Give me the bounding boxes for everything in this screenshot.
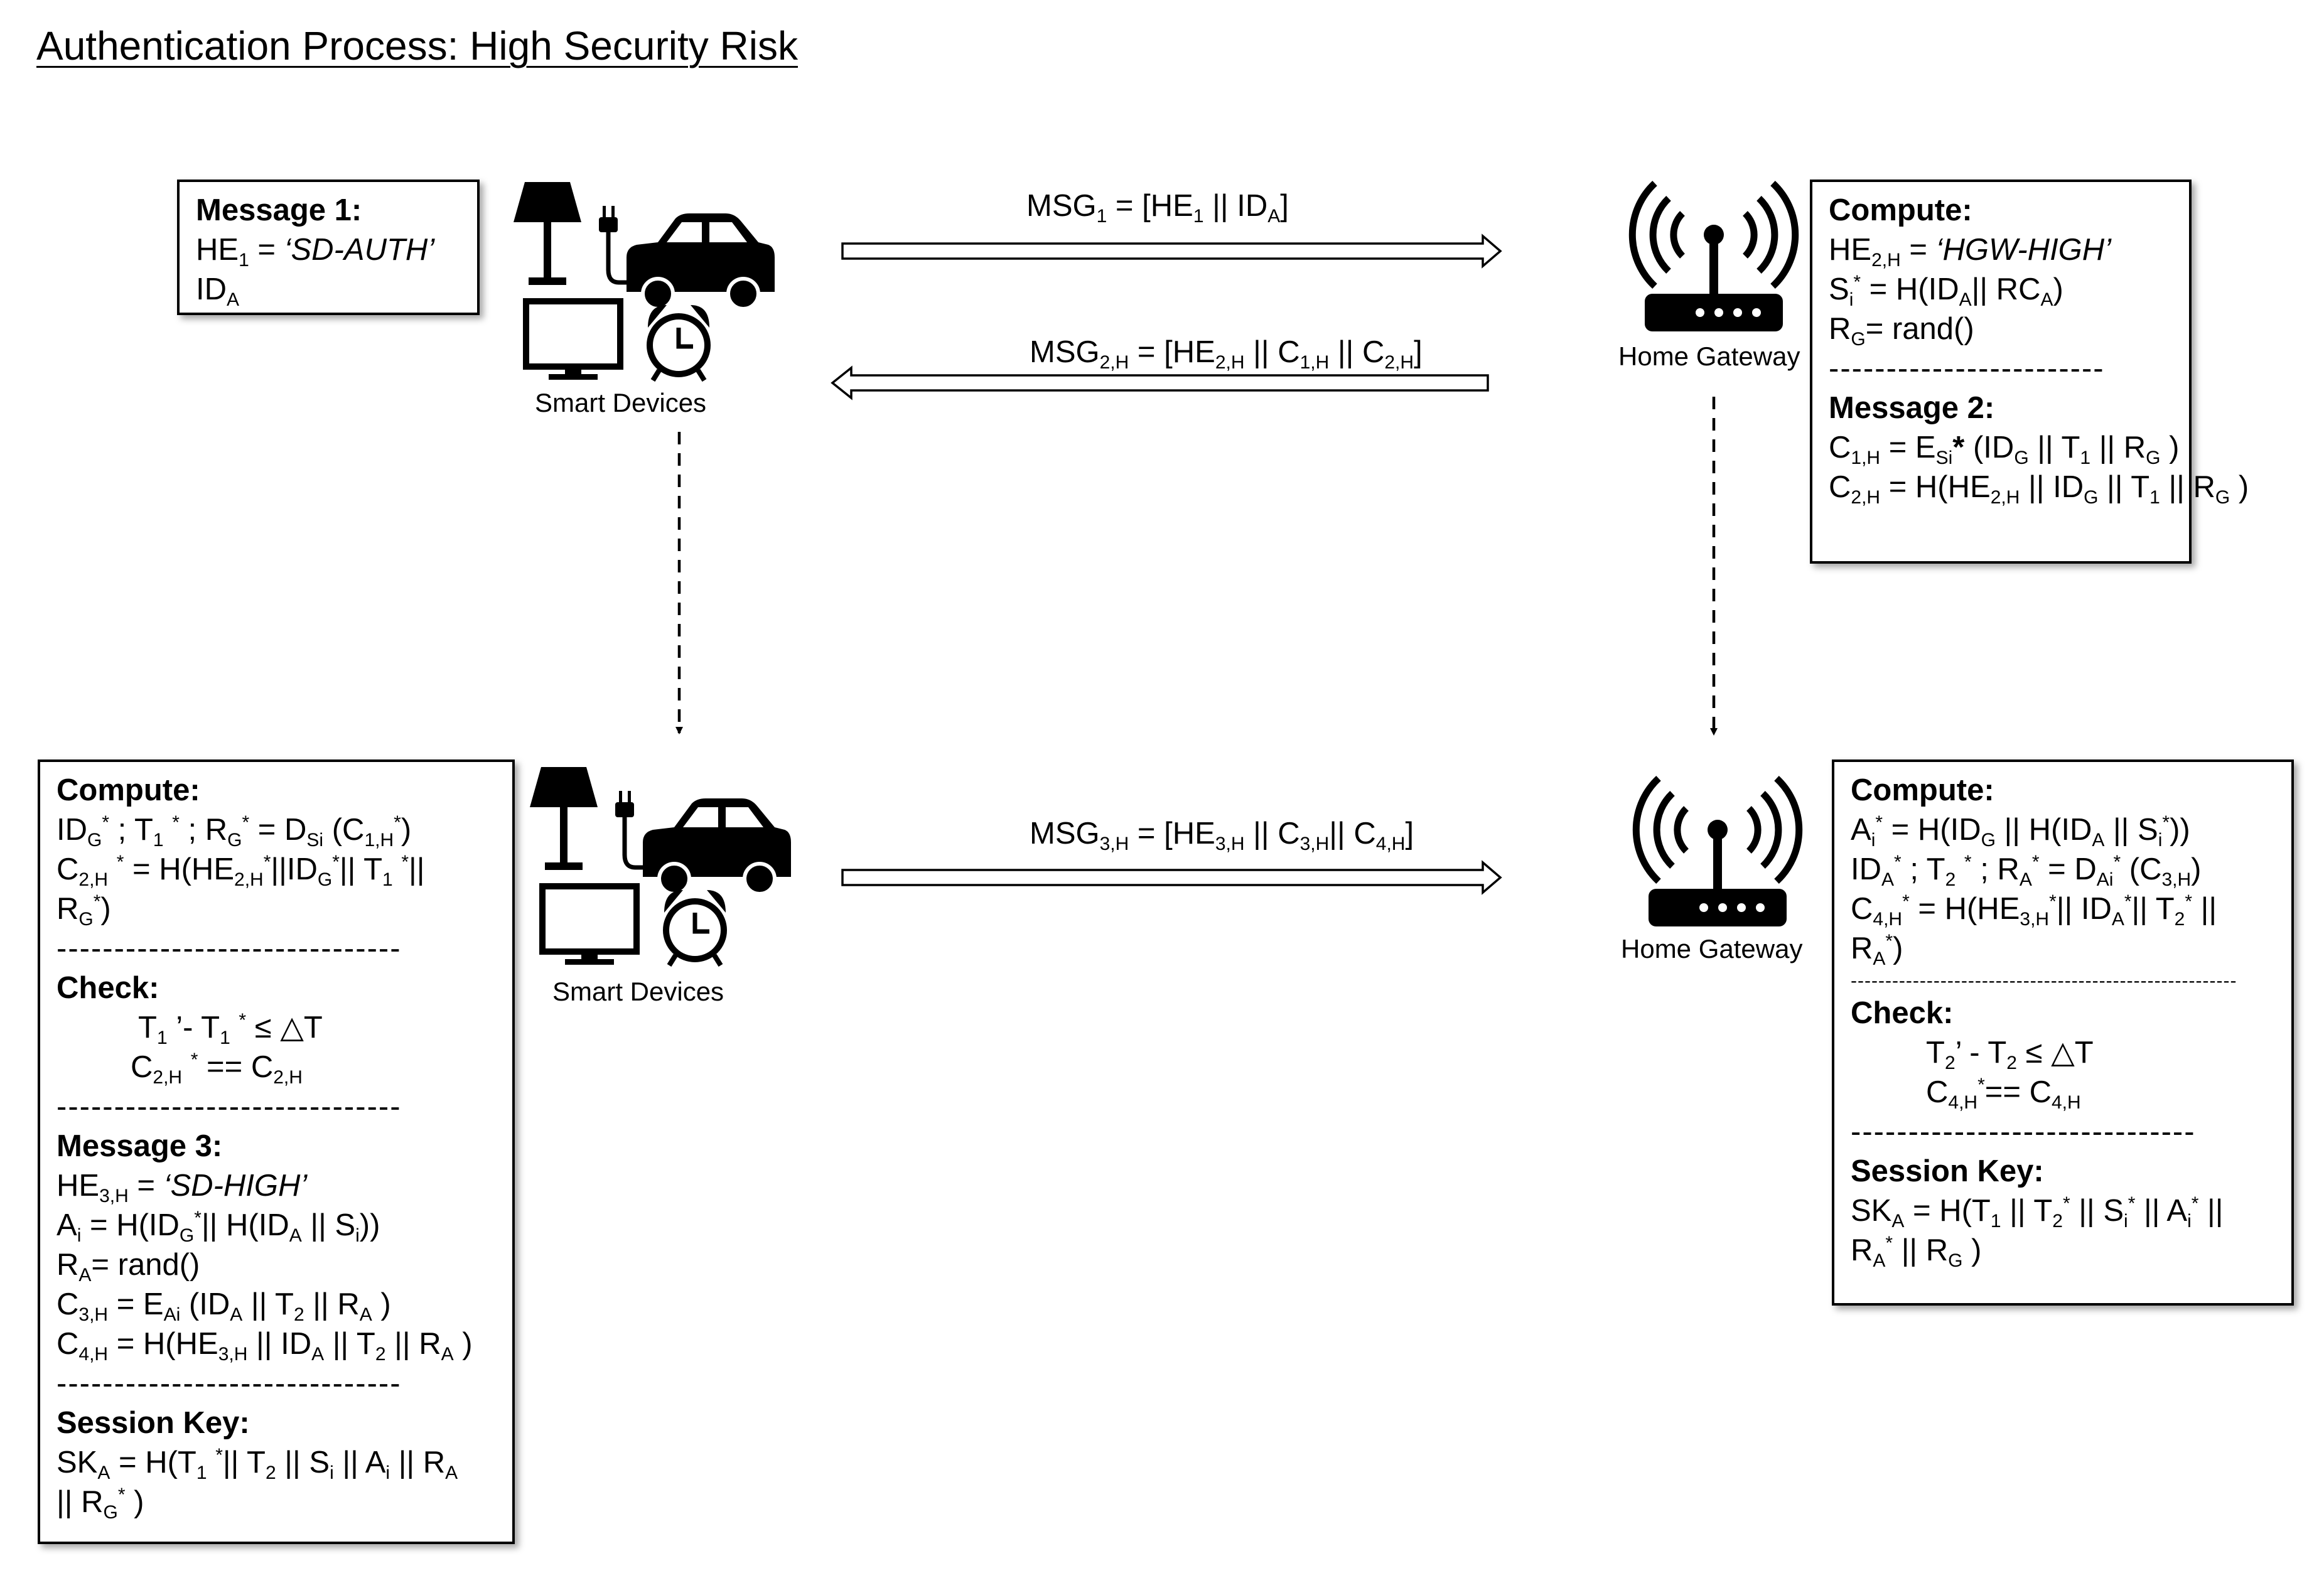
- msg2-arrow: [831, 365, 1489, 400]
- compute-line: RA*): [1851, 931, 1903, 969]
- compute-line: C4,H* = H(HE3,H*|| IDA*|| T2* ||: [1851, 891, 2217, 930]
- box-gateway-verify-session: Compute: Ai* = H(IDG || H(IDA || Si*)) I…: [1832, 759, 2294, 1306]
- separator: ------------------------------: [56, 1090, 402, 1124]
- check-line: T1 ’- T1 * ≤ △T: [138, 1010, 323, 1048]
- page-title: Authentication Process: High Security Ri…: [36, 23, 798, 68]
- smart-devices-label-top: Smart Devices: [535, 388, 707, 417]
- box-heading: Compute:: [1829, 193, 1972, 227]
- msg3-arrow: [841, 860, 1502, 895]
- home-gateway-label-bottom: Home Gateway: [1621, 934, 1803, 963]
- message1-he1-line: HE1 = ‘SD-AUTH’: [196, 233, 435, 271]
- compute-line: IDG* ; T1 * ; RG* = DSi (C1,H*): [56, 812, 412, 851]
- box-heading: Message 3:: [56, 1129, 223, 1163]
- message-line: RA= rand(): [56, 1248, 200, 1285]
- session-line: SKA = H(T1 *|| T2 || Si || Ai || RA: [56, 1445, 458, 1483]
- box-heading: Session Key:: [56, 1406, 250, 1440]
- box-heading: Message 2:: [1829, 391, 1995, 425]
- compute-line: RG*): [56, 891, 111, 930]
- box-heading: Compute:: [56, 773, 200, 807]
- box-heading: Message 1:: [196, 193, 362, 227]
- separator: ------------------------------: [56, 1366, 402, 1400]
- box-heading: Check:: [56, 971, 159, 1005]
- check-line: C4,H*== C4,H: [1926, 1075, 2081, 1113]
- smart-devices-label-bottom: Smart Devices: [552, 977, 724, 1006]
- msg2-label: MSG2,H = [HE2,H || C1,H || C2,H]: [1030, 335, 1423, 373]
- message-line: C4,H = H(HE3,H || IDA || T2 || RA ): [56, 1327, 473, 1365]
- check-line: T2’ - T2 ≤ △T: [1926, 1036, 2094, 1073]
- msg1-arrow: [841, 233, 1502, 269]
- separator: ----------------------------------------…: [1851, 970, 2237, 991]
- message-line: C3,H = EAi (IDA || T2 || RA ): [56, 1287, 391, 1325]
- smart-devices-icon-bottom: [530, 767, 791, 965]
- separator: ------------------------------: [1851, 1115, 2196, 1149]
- box-heading: Check:: [1851, 996, 1954, 1030]
- message-line: HE3,H = ‘SD-HIGH’: [56, 1169, 308, 1206]
- message-line: C1,H = ESi* (IDG || T1 || RG ): [1829, 431, 2180, 468]
- compute-line: IDA* ; T2 * ; RA* = DAi* (C3,H): [1851, 852, 2202, 890]
- session-line: RA* || RG ): [1851, 1233, 1982, 1271]
- message-line: Ai = H(IDG*|| H(IDA || Si)): [56, 1208, 380, 1246]
- router-icon-top: [1632, 183, 1795, 331]
- msg1-label: MSG1 = [HE1 || IDA]: [1026, 189, 1289, 227]
- compute-line: RG= rand(): [1829, 312, 1974, 350]
- separator: ------------------------------: [56, 931, 402, 965]
- compute-line: Si* = H(IDA|| RCA): [1829, 272, 2063, 310]
- compute-line: C2,H * = H(HE2,H*||IDG*|| T1 *||: [56, 852, 425, 890]
- box-heading: Session Key:: [1851, 1154, 2044, 1188]
- session-line: SKA = H(T1 || T2* || Si* || Ai* ||: [1851, 1193, 2224, 1232]
- msg3-label: MSG3,H = [HE3,H || C3,H|| C4,H]: [1030, 817, 1414, 854]
- compute-line: Ai* = H(IDG || H(IDA || Si*)): [1851, 812, 2190, 851]
- box-heading: Compute:: [1851, 773, 1994, 807]
- session-line: || RG* ): [56, 1484, 144, 1523]
- separator: ------------------------: [1829, 352, 2105, 385]
- message1-ida-line: IDA: [196, 272, 240, 310]
- box-device-message-1: Message 1: HE1 = ‘SD-AUTH’ IDA: [177, 180, 480, 315]
- compute-line: HE2,H = ‘HGW-HIGH’: [1829, 233, 2112, 271]
- smart-devices-icon-top: [514, 182, 775, 380]
- home-gateway-label-top: Home Gateway: [1618, 341, 1800, 371]
- check-line: C2,H * == C2,H: [131, 1049, 303, 1088]
- box-device-verify-message-3: Compute: IDG* ; T1 * ; RG* = DSi (C1,H*)…: [38, 759, 515, 1544]
- box-gateway-compute-message-2: Compute: HE2,H = ‘HGW-HIGH’ Si* = H(IDA|…: [1810, 180, 2249, 564]
- router-icon-bottom: [1636, 778, 1799, 926]
